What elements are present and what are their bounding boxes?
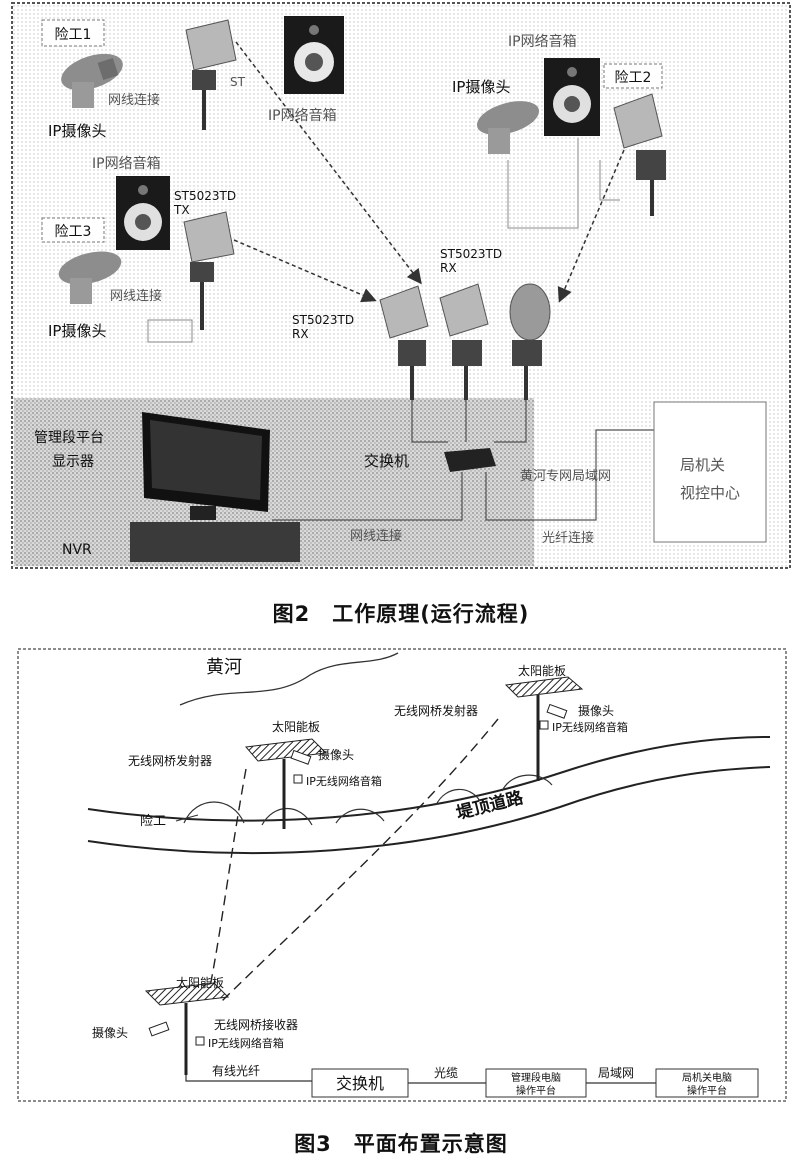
speaker-bottom-label: IP无线网络音箱 — [208, 1036, 284, 1050]
ip-camera-1-icon — [61, 53, 123, 108]
network-cable-label: 网线连接 — [350, 528, 402, 544]
bridge-rx-1-icon — [379, 285, 429, 400]
solar-panel-bottom-icon — [144, 982, 230, 1075]
tx-model-label: ST5023TD — [174, 189, 236, 203]
bureau-computer-label-1: 局机关电脑 — [682, 1071, 732, 1084]
site-1-label: 险工1 — [55, 27, 92, 43]
site-2-label: 险工2 — [615, 70, 652, 86]
switch-icon — [444, 448, 496, 472]
monitor-icon — [130, 412, 300, 562]
speaker-left-icon — [293, 774, 303, 784]
mgmt-computer-label-2: 操作平台 — [516, 1084, 556, 1097]
river-label: 黄河 — [206, 657, 242, 678]
rx-model-label-2: ST5023TD — [292, 313, 354, 327]
camera-bottom-label: 摄像头 — [92, 1025, 128, 1040]
figure-3-caption: 图3 平面布置示意图 — [294, 1132, 508, 1156]
ip-camera-3-label: IP摄像头 — [48, 322, 106, 340]
camera-left-icon — [290, 749, 312, 765]
cable-2-label: 网线连接 — [110, 288, 162, 304]
ip-camera-3-icon — [58, 251, 122, 304]
rx-suffix-label-2: RX — [292, 327, 309, 341]
center-label: 视控中心 — [680, 484, 740, 502]
solar-panel-right-icon — [504, 676, 584, 781]
figure-2: 险工1 IP摄像头 网线连接 ST IP网络音箱 IP网络音箱 — [0, 0, 802, 575]
camera-right-label: 摄像头 — [578, 703, 614, 718]
wan-label: 黄河专网局域网 — [520, 469, 611, 484]
site-3-group: IP网络音箱 险工3 IP摄像头 网线连接 ST5023TD TX — [41, 155, 236, 343]
camera-right-icon — [546, 703, 568, 719]
ip-speaker-2-label: IP网络音箱 — [508, 33, 577, 50]
speaker-bottom-icon — [195, 1036, 205, 1046]
bridge-rx-2-icon — [439, 283, 489, 400]
fiber-label: 光纤连接 — [542, 530, 594, 546]
speaker-right-icon — [539, 720, 549, 730]
figure-3: 黄河 堤顶道路 险工 太阳能板 无线网桥发射器 摄像头 IP无线网络音箱 太阳能… — [0, 645, 802, 1105]
dike-road-upper-edge — [87, 736, 771, 822]
ip-speaker-1-icon — [284, 16, 344, 94]
fiber-cable-label: 光缆 — [434, 1066, 458, 1080]
ip-speaker-1-label: IP网络音箱 — [268, 107, 337, 124]
switch-box-label: 交换机 — [336, 1074, 384, 1093]
dike-road-lower-edge — [87, 766, 771, 855]
wireless-links — [233, 41, 625, 303]
cable-1-label: 网线连接 — [108, 92, 160, 108]
site-label: 险工 — [140, 814, 166, 829]
receiver-label: 无线网桥接收器 — [214, 1017, 298, 1032]
site-3-label: 险工3 — [55, 224, 92, 240]
mgmt-platform-label: 管理段平台 — [34, 430, 104, 446]
rx-suffix-label-1: RX — [440, 261, 457, 275]
transmitter-right-label: 无线网桥发射器 — [394, 703, 478, 718]
mgmt-computer-label-1: 管理段电脑 — [511, 1071, 561, 1084]
bridge-tx-3-icon — [183, 211, 235, 330]
camera-bottom-icon — [148, 1021, 170, 1037]
wired-links — [272, 400, 654, 521]
switch-label: 交换机 — [364, 452, 409, 470]
monitor-label: 显示器 — [52, 454, 94, 470]
ip-speaker-2-icon — [544, 58, 600, 136]
solar-bottom-label: 太阳能板 — [176, 975, 224, 990]
river-bank-line — [179, 652, 399, 706]
figure-2-caption: 图2 工作原理(运行流程) — [272, 602, 530, 626]
speaker-left-label: IP无线网络音箱 — [306, 774, 382, 788]
bridge-tx-2-icon — [613, 93, 666, 216]
solar-left-label: 太阳能板 — [272, 719, 320, 734]
ip-camera-1-label: IP摄像头 — [48, 122, 106, 140]
wired-fiber-label: 有线光纤 — [212, 1064, 260, 1078]
bridge-tx-1-icon — [185, 19, 237, 130]
ip-camera-2-icon — [476, 101, 540, 154]
rx-model-label-1: ST5023TD — [440, 247, 502, 261]
figure-2-canvas: 险工1 IP摄像头 网线连接 ST IP网络音箱 IP网络音箱 — [11, 2, 791, 569]
spur-dikes — [183, 774, 553, 826]
ip-camera-2-label: IP摄像头 — [452, 78, 510, 96]
figure-3-frame — [17, 648, 787, 1102]
receivers-group: ST5023TD RX ST5023TD RX — [292, 247, 551, 400]
transmitter-left-label: 无线网桥发射器 — [128, 753, 212, 768]
ip-speaker-3-label: IP网络音箱 — [92, 155, 161, 172]
camera-left-label: 摄像头 — [318, 747, 354, 762]
site-2-group: IP网络音箱 IP摄像头 险工2 — [452, 33, 666, 229]
solar-right-label: 太阳能板 — [518, 663, 566, 678]
bureau-computer-label-2: 操作平台 — [687, 1084, 727, 1097]
bureau-label: 局机关 — [680, 456, 725, 474]
bridge-rx-3-icon — [509, 283, 551, 400]
lan-label: 局域网 — [598, 1066, 634, 1080]
bridge-tx-1-tag: ST — [230, 75, 246, 89]
nvr-label: NVR — [62, 542, 92, 558]
wireless-links-fig3 — [209, 718, 499, 1002]
solar-panel-left-icon — [245, 738, 328, 829]
ip-speaker-3-icon — [116, 176, 170, 250]
speaker-right-label: IP无线网络音箱 — [552, 720, 628, 734]
control-chain — [185, 1068, 759, 1098]
bureau-center-box — [653, 401, 767, 543]
tx-suffix-label: TX — [173, 203, 190, 217]
site-1-group: 险工1 IP摄像头 网线连接 ST IP网络音箱 — [41, 16, 344, 140]
figure-3-canvas: 黄河 堤顶道路 险工 太阳能板 无线网桥发射器 摄像头 IP无线网络音箱 太阳能… — [17, 648, 787, 1102]
